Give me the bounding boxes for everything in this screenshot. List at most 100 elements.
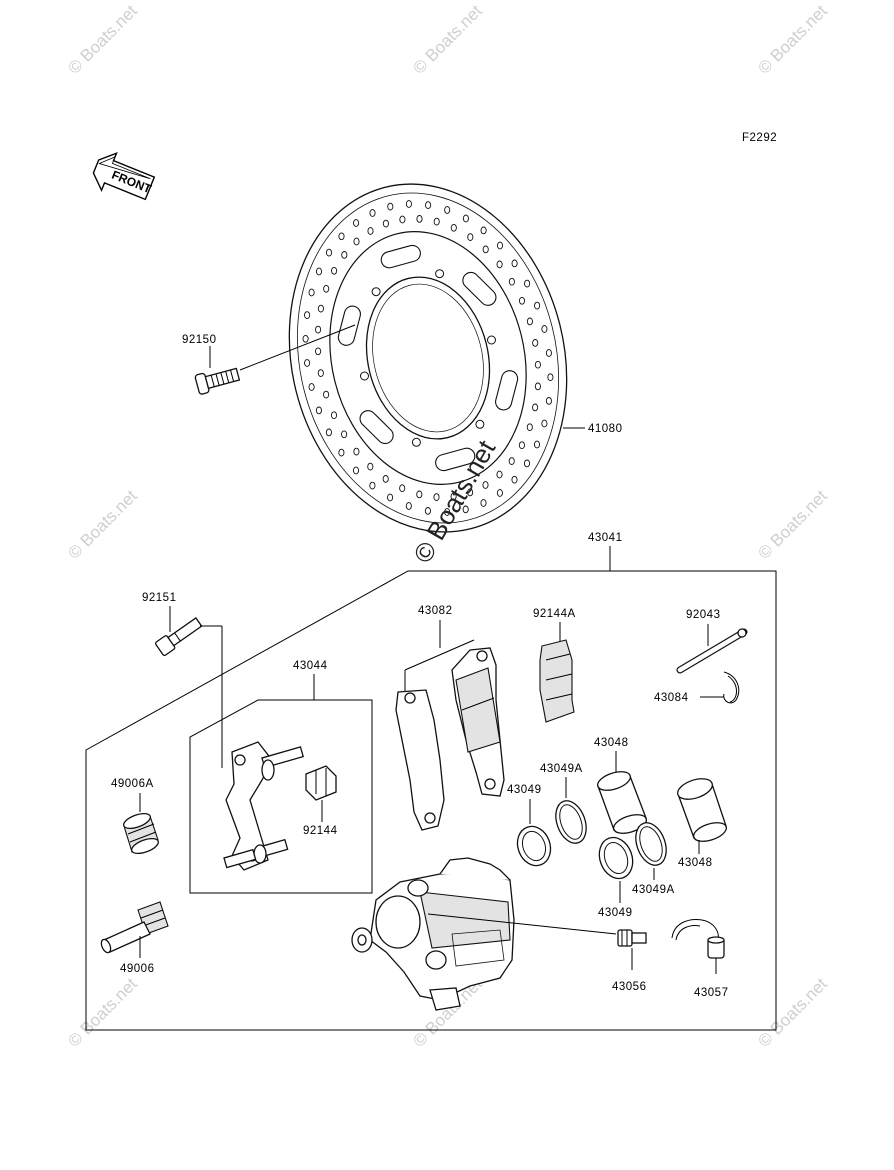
part-label-92150: 92150 — [182, 334, 216, 346]
disc-slot — [359, 410, 394, 445]
part-label-92043: 92043 — [686, 609, 720, 621]
disc-vent-hole — [526, 317, 533, 326]
leader-line — [239, 324, 356, 371]
disc-vent-hole — [433, 493, 440, 501]
part-label-43048-b: 43048 — [678, 857, 712, 869]
brake-pad-left — [395, 689, 445, 831]
disc-vent-hole — [353, 237, 360, 246]
part-label-43044: 43044 — [293, 660, 328, 672]
part-label-43049-a: 43049 — [507, 784, 541, 796]
disc-vent-hole — [450, 223, 457, 232]
disc-vent-hole — [304, 359, 311, 367]
disc-vent-hole — [480, 499, 487, 507]
disc-vent-hole — [526, 423, 533, 432]
disc-vent-hole — [547, 373, 554, 382]
disc-vent-hole — [382, 219, 389, 228]
disc-vent-hole — [341, 251, 348, 259]
disc-vent-hole — [533, 440, 541, 449]
disc-vent-hole — [338, 232, 345, 241]
watermark: © Boats.net — [64, 1, 141, 78]
disc-bolt-hole — [475, 419, 485, 429]
leader-line — [427, 913, 617, 935]
disc-vent-hole — [387, 202, 394, 211]
disc-vent-hole — [304, 311, 311, 319]
rubber-boot — [123, 812, 159, 855]
pad-spring — [539, 639, 575, 723]
disc-vent-hole — [462, 214, 469, 223]
disc-vent-hole — [511, 259, 518, 268]
disc-vent-hole — [315, 347, 322, 356]
disc-slot — [495, 370, 519, 411]
disc-vent-hole — [424, 507, 431, 515]
disc-vent-hole — [482, 481, 489, 489]
disc-vent-hole — [467, 233, 474, 241]
disc-vent-hole — [433, 217, 440, 226]
disc-vent-hole — [323, 284, 330, 293]
disc-vent-hole — [367, 462, 374, 471]
part-label-43049-b: 43049 — [598, 907, 632, 919]
bleeder-valve — [617, 929, 647, 947]
part-label-92151: 92151 — [142, 592, 176, 604]
seal-a — [555, 800, 587, 844]
part-label-43048-a: 43048 — [594, 737, 628, 749]
disc-vent-hole — [353, 219, 360, 227]
disc-vent-hole — [482, 245, 489, 254]
pin-clip — [723, 671, 740, 704]
disc-vent-hole — [518, 441, 525, 450]
disc-vent-hole — [405, 200, 412, 208]
brake-disc — [288, 183, 568, 533]
bleeder-cap — [671, 919, 725, 959]
disc-vent-hole — [425, 201, 432, 209]
disc-vent-hole — [367, 227, 374, 235]
brake-pad-right — [451, 647, 505, 797]
disc-vent-hole — [496, 260, 503, 269]
leader-line — [404, 639, 475, 671]
watermark: © Boats.net — [754, 486, 831, 563]
disc-vent-hole — [518, 296, 526, 305]
disc-vent-hole — [541, 419, 548, 428]
disc-vent-hole — [545, 349, 552, 357]
part-label-92144A: 92144A — [533, 608, 576, 620]
seal-c — [635, 822, 667, 866]
disc-vent-hole — [467, 488, 474, 497]
disc-vent-hole — [315, 406, 322, 415]
disc-bolt-hole — [435, 269, 445, 279]
seal-d — [598, 836, 634, 880]
disc-vent-hole — [369, 209, 376, 217]
disc-slot — [337, 305, 361, 346]
disc-vent-hole — [405, 502, 412, 510]
bracket-assy-outline — [189, 699, 373, 894]
disc-bolt-hole — [360, 371, 369, 381]
part-label-49006: 49006 — [120, 963, 154, 975]
disc-vent-hole — [532, 339, 539, 347]
disc-vent-hole — [523, 459, 531, 468]
disc-vent-hole — [353, 447, 360, 456]
disc-vent-hole — [399, 215, 406, 224]
disc-vent-hole — [496, 489, 503, 497]
disc-vent-hole — [308, 383, 315, 391]
part-label-43041: 43041 — [588, 532, 622, 544]
watermark: © Boats.net — [409, 1, 486, 78]
slide-pin — [100, 901, 169, 954]
disc-vent-hole — [511, 475, 518, 484]
disc-vent-hole — [444, 206, 451, 214]
disc-vent-hole — [317, 304, 324, 313]
disc-vent-hole — [330, 411, 338, 420]
disc-vent-hole — [325, 428, 332, 437]
disc-bolt-hole — [411, 437, 421, 447]
disc-vent-hole — [532, 403, 539, 412]
figure-code: F2292 — [742, 132, 777, 144]
disc-vent-hole — [462, 505, 469, 514]
watermark: © Boats.net — [64, 486, 141, 563]
disc-vent-hole — [480, 226, 487, 235]
caliper-body — [351, 857, 515, 1011]
disc-vent-hole — [534, 360, 541, 369]
spring-part — [305, 765, 337, 801]
watermark: © Boats.net — [754, 974, 831, 1051]
disc-vent-hole — [545, 397, 552, 405]
disc-slot — [462, 271, 497, 306]
watermark: © Boats.net — [64, 974, 141, 1051]
disc-vent-hole — [302, 334, 309, 343]
disc-vent-hole — [382, 475, 389, 483]
